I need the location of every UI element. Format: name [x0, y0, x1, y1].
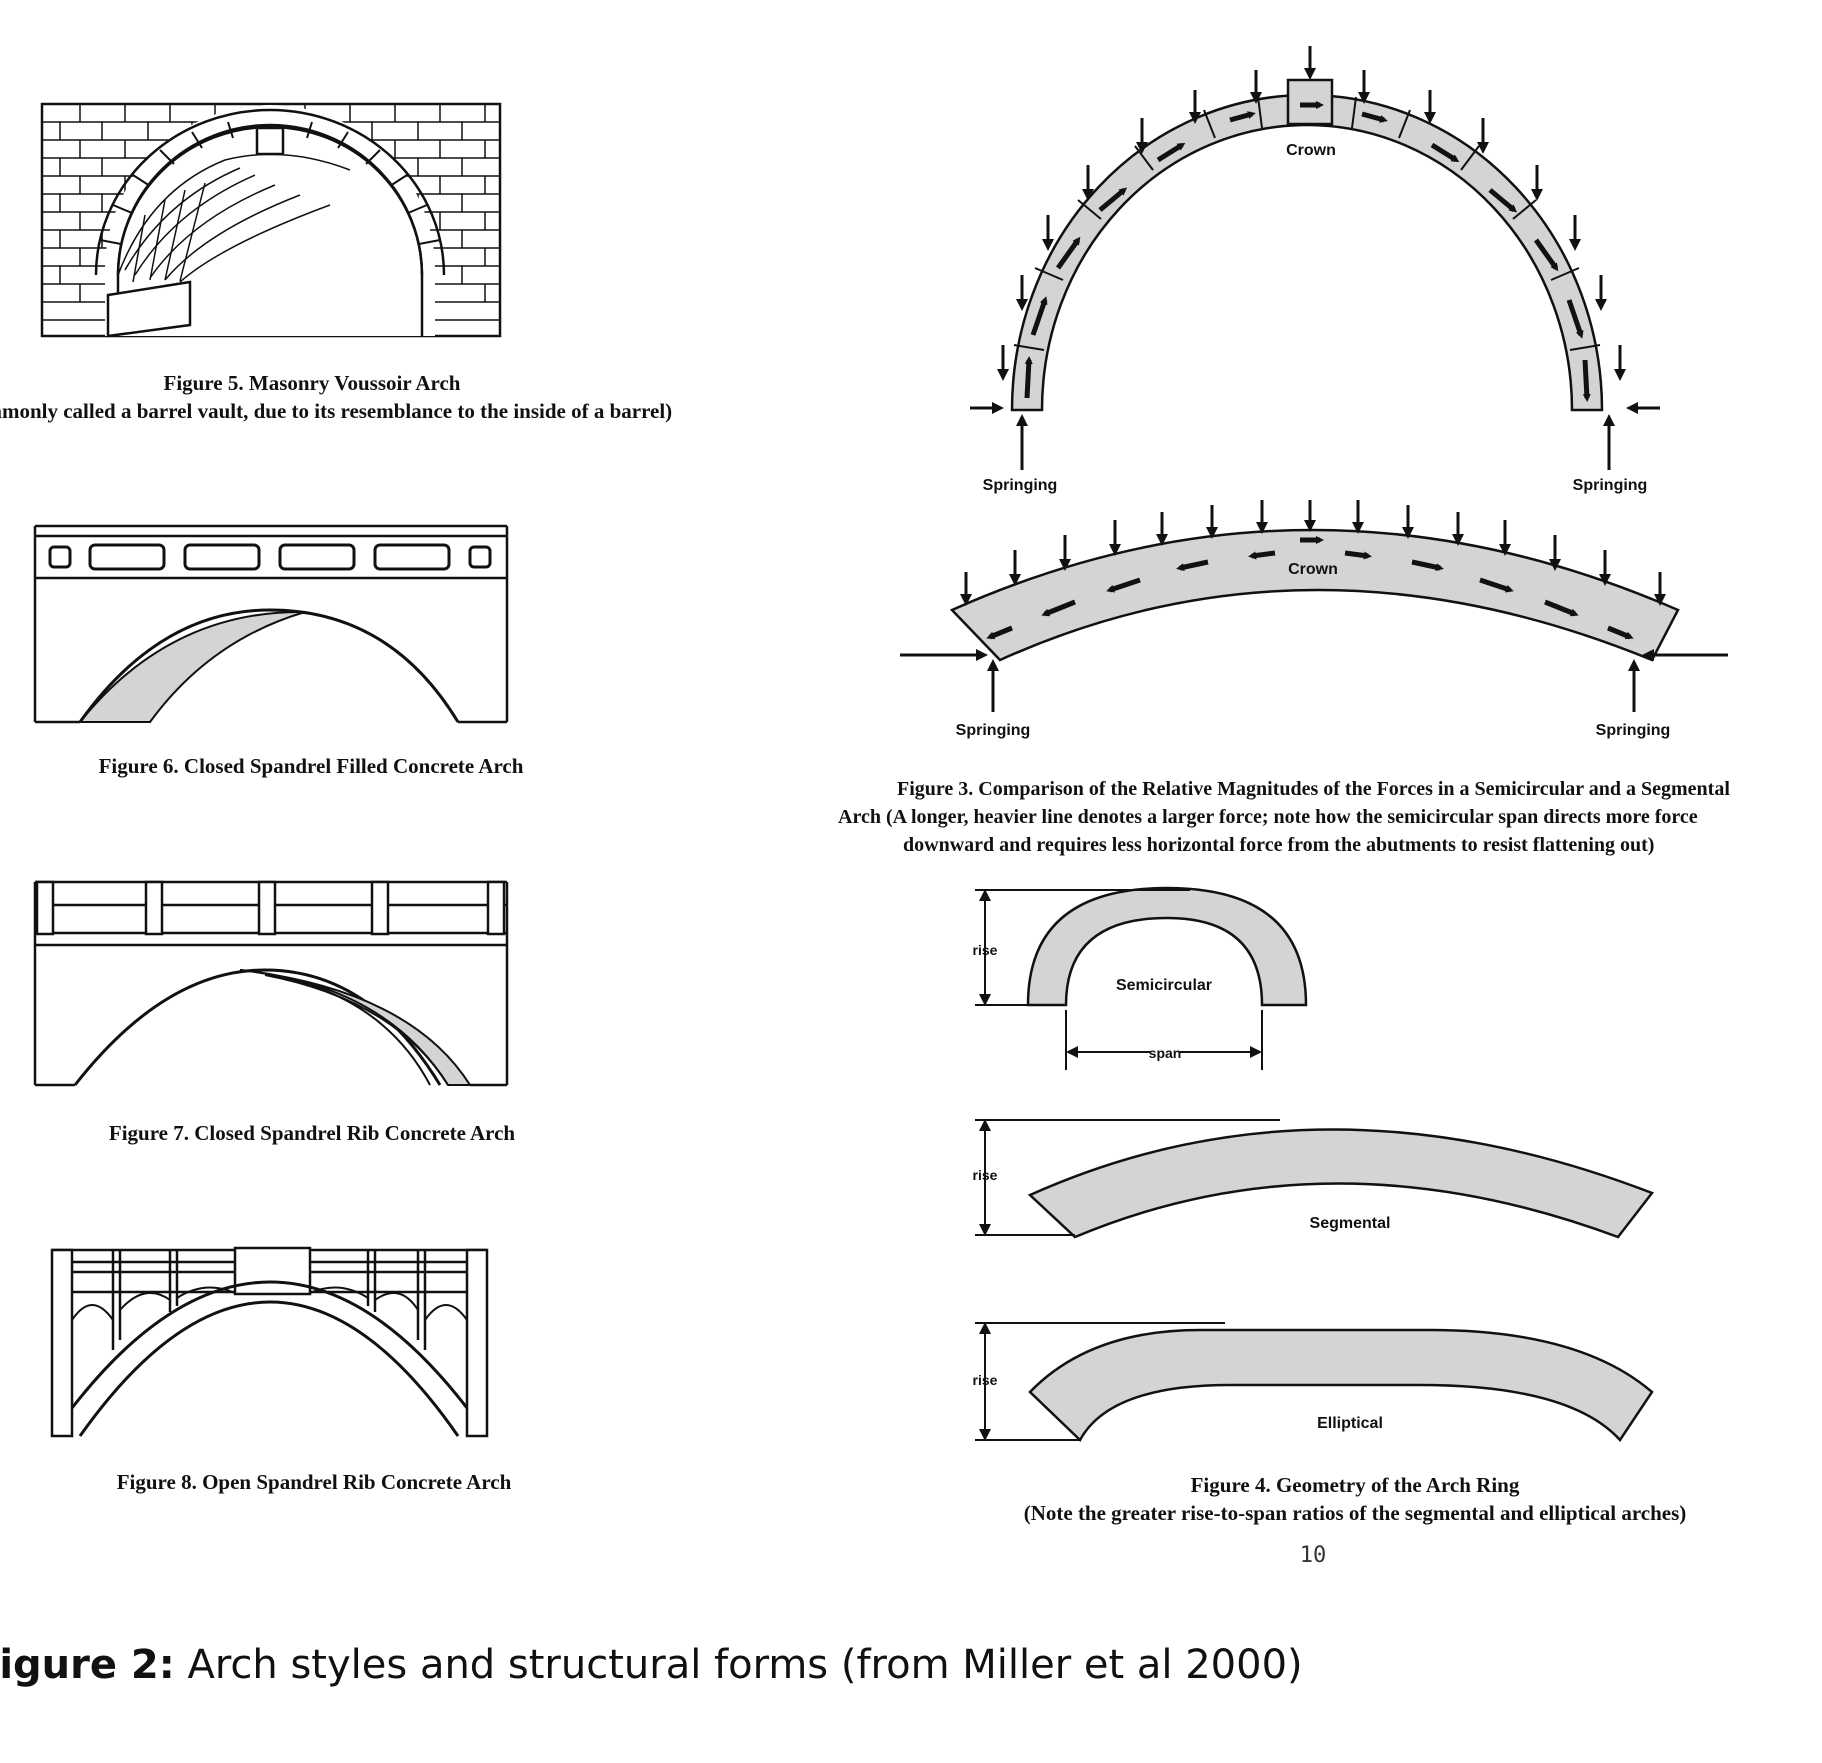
fig8-columns: [111, 1250, 427, 1350]
fig6-closed-spandrel-filled-drawing: [33, 524, 509, 724]
fig4-rise-label-semicircular: rise: [973, 942, 998, 958]
fig3-keystone: [1286, 78, 1334, 126]
fig6-arch-intrados: [78, 608, 460, 723]
fig6-barrel-fill: [77, 610, 306, 723]
page-number: 10: [1300, 1543, 1327, 1568]
fig8-open-spandrel-rib-drawing: [50, 1246, 489, 1438]
fig5-voussoir-joints: [99, 121, 441, 245]
fig3-semicircular-load-arrows: [997, 46, 1626, 381]
fig6-caption: Figure 6. Closed Spandrel Filled Concret…: [99, 754, 524, 778]
fig4-span-dimension: [1065, 1010, 1263, 1070]
fig3-semicircular-reactions: [970, 402, 1660, 470]
fig4-elliptical-label: Elliptical: [1317, 1415, 1383, 1432]
fig4-semicircular-label: Semicircular: [1116, 977, 1212, 994]
fig3-crown-label-segmental: Crown: [1288, 561, 1338, 578]
main-caption-text: Arch styles and structural forms (from M…: [175, 1642, 1303, 1688]
fig8-rib-intrados: [78, 1300, 460, 1437]
fig8-rib-extrados: [70, 1280, 469, 1409]
fig7-closed-spandrel-rib-drawing: [33, 880, 509, 1087]
fig7-caption: Figure 7. Closed Spandrel Rib Concrete A…: [109, 1121, 516, 1145]
fig3-segmental-arch: [900, 500, 1728, 712]
fig7-railing-posts: [35, 880, 506, 936]
fig4-caption-line2: (Note the greater rise-to-span ratios of…: [1024, 1501, 1687, 1525]
fig5-keystone: [255, 126, 285, 156]
fig4-rise-dimension-segmental: [975, 1119, 1280, 1236]
fig8-caption: Figure 8. Open Spandrel Rib Concrete Arc…: [117, 1470, 512, 1494]
fig3-semicircular-arch: [970, 46, 1660, 470]
fig5-caption-line1: Figure 5. Masonry Voussoir Arch: [164, 371, 461, 395]
fig3-springing-label-right-semicircular: Springing: [1573, 477, 1648, 494]
fig4-rise-label-elliptical: rise: [973, 1372, 998, 1388]
fig5-caption-line2: (Commonly called a barrel vault, due to …: [0, 399, 672, 423]
fig3-segmental-load-arrows: [960, 500, 1666, 606]
main-caption-prefix: Figure 2:: [0, 1642, 175, 1688]
fig8-spandrel-arches: [71, 1286, 468, 1321]
fig5-masonry-arch-drawing: [40, 102, 502, 338]
main-caption: Figure 2: Arch styles and structural for…: [0, 1642, 1303, 1688]
fig3-caption-line2: Arch (A longer, heavier line denotes a l…: [838, 806, 1698, 828]
fig4-segmental-ring: [975, 1119, 1655, 1239]
fig4-semicircular-ring: [975, 886, 1308, 1070]
fig4-rise-label-segmental: rise: [973, 1167, 998, 1183]
fig8-crown-block: [233, 1246, 312, 1296]
fig3-caption-line3: downward and requires less horizontal fo…: [903, 834, 1654, 856]
fig3-segmental-internal-forces: [986, 536, 1634, 640]
fig3-crown-label-semicircular: Crown: [1286, 142, 1336, 159]
fig7-rib-fill: [239, 969, 472, 1086]
fig3-springing-label-right-segmental: Springing: [1596, 722, 1671, 739]
fig3-springing-label-left-segmental: Springing: [956, 722, 1031, 739]
fig4-span-label: span: [1149, 1045, 1182, 1061]
fig4-elliptical-ring: [975, 1322, 1654, 1443]
fig3-springing-label-left-semicircular: Springing: [983, 477, 1058, 494]
fig6-railing-openings: [48, 543, 492, 571]
fig5-barrel-vault: [106, 153, 351, 338]
fig4-rise-dimension-elliptical: [975, 1322, 1225, 1441]
fig3-semicircular-internal-forces: [1024, 101, 1591, 402]
fig3-segmental-reactions: [900, 649, 1728, 712]
fig4-segmental-label: Segmental: [1310, 1215, 1391, 1232]
fig4-rise-dimension-semicircular: [975, 889, 1190, 1006]
fig4-caption-line1: Figure 4. Geometry of the Arch Ring: [1191, 1473, 1520, 1497]
fig3-caption-line1: Figure 3. Comparison of the Relative Mag…: [897, 778, 1730, 800]
